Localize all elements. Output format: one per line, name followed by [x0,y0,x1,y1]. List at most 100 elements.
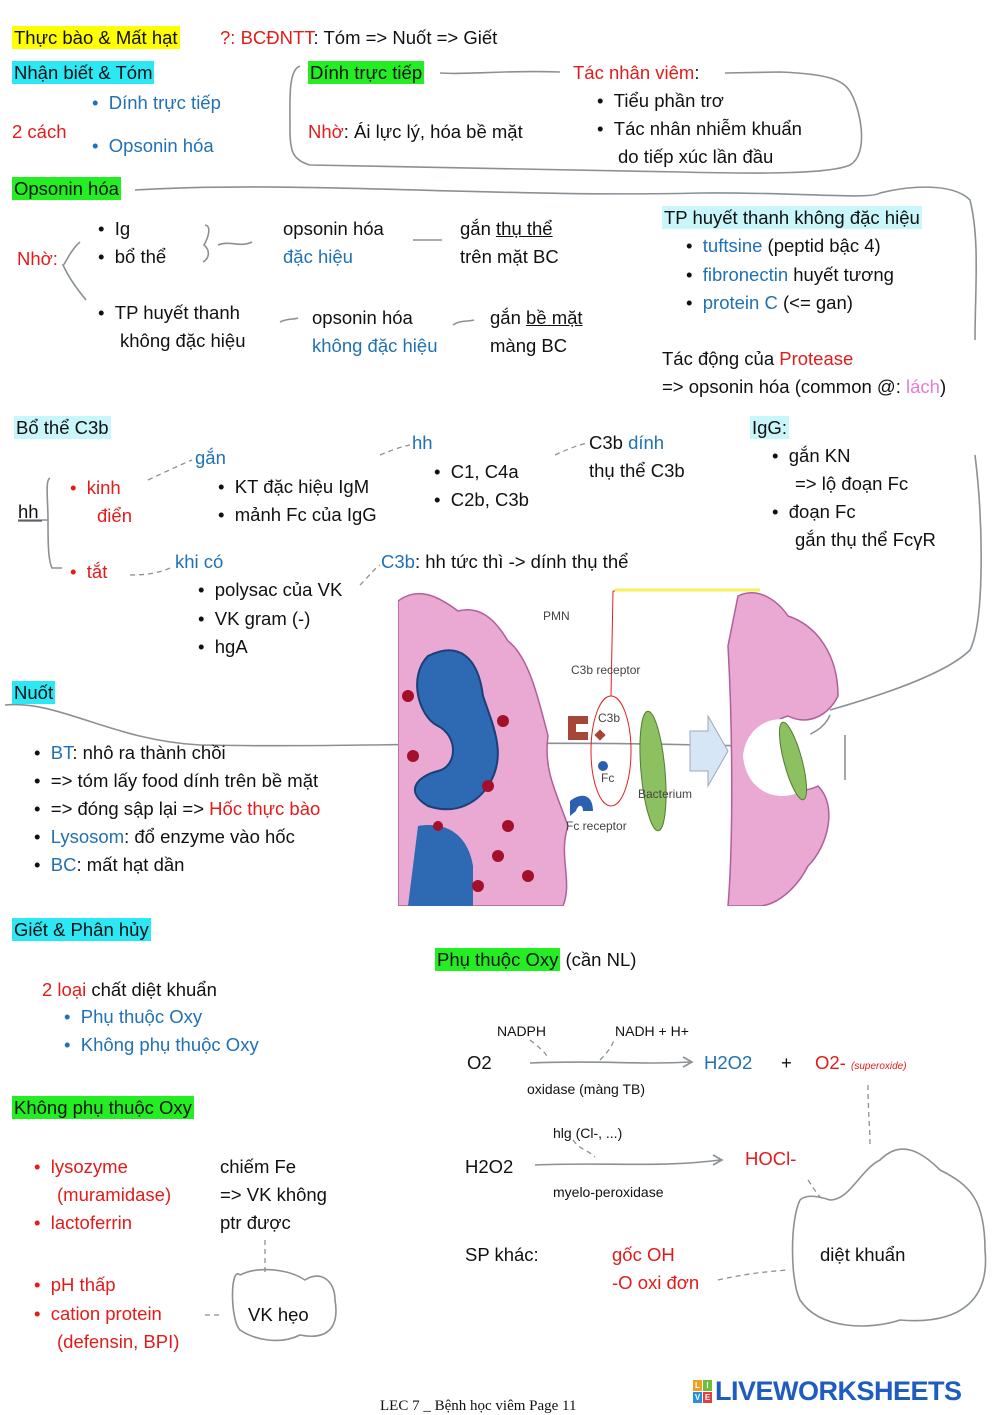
nonoxy-item: • lactoferrin [34,1212,132,1234]
text: lactoferrin [50,1212,132,1233]
nonoxy-item: • lysozyme [34,1156,128,1178]
nucleus-lobe [408,825,473,906]
logo-mark-icon: L I V E [693,1380,712,1403]
label-pmn: PMN [543,609,570,623]
swallow-item: • => đóng sập lại => Hốc thực bào [34,798,320,820]
kill-heading: Giết & Phân hủy [12,918,151,941]
text: : hh tức thì -> dính thụ thể [414,551,629,572]
bullet-icon: • [772,501,789,522]
bullet-icon: • [92,135,109,156]
heading-text: Opsonin hóa [12,177,121,200]
question-label: ?: BCĐNTT [220,27,314,48]
process-arrow [689,714,729,788]
igg-item: • gắn KN [772,445,850,467]
text: dính [628,432,665,453]
heading-text: Phụ thuộc Oxy [435,948,561,971]
item-text: TP huyết thanh [114,302,240,323]
heading-text: Dính trực tiếp [308,61,425,84]
specific-item: • Ig [98,218,130,240]
kill-bacteria: diệt khuẩn [820,1244,906,1265]
text: cation protein [50,1303,162,1324]
bullet-icon: • [434,489,451,510]
text: 2 loại [42,979,87,1000]
agent-item-cont: do tiếp xúc lần đầu [618,146,774,167]
agent-text: Tác nhân nhiễm khuẩn [613,118,802,139]
protease-line-2: => opsonin hóa (common @: lách) [662,376,946,398]
bullet-icon: • [686,292,703,313]
nucleus [414,649,499,811]
serum-name: tuftsine [702,235,763,256]
nadh: NADH + H+ [615,1023,689,1039]
o2: O2 [467,1052,492,1073]
text: KT đặc hiệu IgM [234,476,370,497]
kill-type: • Không phụ thuộc Oxy [64,1034,259,1056]
label-bacterium: Bacterium [638,787,692,801]
text: BC [50,854,77,875]
hh2-item: • C2b, C3b [434,489,529,511]
text: O2- [815,1052,846,1073]
text: (superoxide) [850,1061,907,1072]
nonoxy-item: • pH thấp [34,1274,116,1296]
text: ) [939,376,947,397]
halogen: hlg (Cl-, ...) [553,1125,623,1141]
agents-label: Tác nhân viêm: [573,62,699,84]
c3b-receptor-shape [568,716,588,740]
swallow-item: • Lysosom: đổ enzyme vào hốc [34,826,295,848]
nonspec-bind-b: màng BC [490,335,568,356]
other-label: SP khác: [465,1244,539,1265]
swallow-item: • BT: nhô ra thành chồi [34,742,226,764]
item-text: Ig [114,218,131,239]
bullet-icon: • [597,90,614,111]
way-label: Opsonin hóa [108,135,214,156]
item-text: bổ thể [114,246,167,267]
label-fc-receptor: Fc receptor [566,819,627,833]
weakened-bacteria: VK hẹo [248,1304,309,1325]
bullet-icon: • [198,608,215,629]
underlined-text: bề mặt [526,307,583,328]
page-footer: LEC 7 _ Bệnh học viêm Page 11 [380,1398,577,1414]
classic-pathway: • kinh [70,477,121,499]
swallow-heading: Nuốt [12,681,56,704]
text: gắn [460,218,497,239]
agents-label-text: Tác nhân viêm [573,62,695,83]
bullet-icon: • [34,1274,51,1295]
hh2-item: • C1, C4a [434,461,519,483]
c3b-adhere-cont: thụ thể C3b [589,460,685,481]
nonspec-item: • TP huyết thanh [98,302,240,324]
text: gắn [490,307,527,328]
serum-note: huyết tương [788,264,894,285]
serum-name: protein C [702,292,778,313]
text: : nhô ra thành chồi [72,742,226,763]
text: Lysosom [50,826,125,847]
heading-text: Nuốt [12,681,56,704]
complement-heading: Bổ thể C3b [14,416,111,439]
bullet-icon: • [34,1212,51,1233]
fc-receptor-shape [570,795,593,816]
direct-heading: Dính trực tiếp [308,61,425,84]
nonspec-op-b: không đặc hiệu [312,335,438,356]
oxidase: oxidase (màng TB) [527,1081,646,1097]
text: Hốc thực bào [209,798,321,819]
when-label: khi có [175,551,224,572]
question-line: ?: BCĐNTT: Tóm => Nuốt => Giết [220,27,497,49]
direct-via: Nhờ: Ái lực lý, hóa bề mặt [308,121,523,143]
heading-text: IgG: [750,416,789,439]
when-item: • polysac của VK [198,579,342,601]
nonspec-bind: gắn bề mặt [490,307,583,329]
logo-text: LIVEWORKSHEETS [715,1376,962,1406]
heading-text: Giết & Phân hủy [12,918,151,941]
serum-name: fibronectin [702,264,789,285]
nadph: NADPH [497,1023,547,1039]
text: lysozyme [50,1156,128,1177]
serum-note: (<= gan) [777,292,853,313]
logo-letter: I [703,1380,712,1391]
text: (cần NL) [560,949,637,970]
text: chất diệt khuẩn [86,979,217,1000]
igg-item: • đoạn Fc [772,501,856,523]
bullet-icon: • [98,302,115,323]
serum-item: • tuftsine (peptid bậc 4) [686,235,881,257]
logo-letter: E [703,1392,712,1403]
serum-item: • protein C (<= gan) [686,292,853,314]
bullet-icon: • [64,1006,81,1027]
